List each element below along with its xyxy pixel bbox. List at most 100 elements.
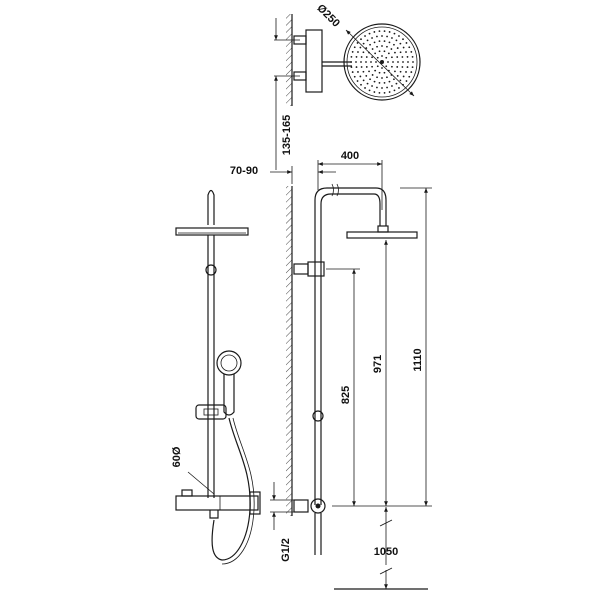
nozzle-dot [365, 75, 368, 77]
front-hand-shower-head [216, 350, 242, 376]
nozzle-dot [381, 55, 383, 57]
nozzle-dot [357, 71, 359, 73]
nozzle-dot [407, 61, 409, 63]
nozzle-dot [402, 83, 404, 86]
nozzle-dot [381, 67, 383, 69]
wall-offset-label: 70-90 [230, 165, 258, 177]
side-lower-bracket [293, 499, 309, 513]
hose-diameter-leader [187, 471, 215, 495]
nozzle-dot [374, 69, 377, 72]
nozzle-dot [383, 71, 386, 74]
nozzle-dot [401, 66, 404, 68]
nozzle-dot [402, 38, 404, 41]
nozzle-dot [356, 42, 359, 44]
top-head-outer-ring [343, 23, 421, 101]
bracket-vertical-label: 135-165 [281, 115, 293, 155]
nozzle-dot [376, 86, 378, 89]
top-bracket-body [305, 29, 323, 93]
nozzle-dot [381, 45, 383, 47]
nozzle-dot [362, 79, 365, 82]
nozzle-dot [390, 74, 393, 76]
nozzle-dot [378, 91, 381, 94]
floor-height-label: 1050 [374, 546, 398, 558]
nozzle-dot [397, 61, 399, 63]
nozzle-dot [411, 56, 414, 58]
nozzle-dot [365, 56, 368, 58]
nozzle-dot [373, 31, 376, 33]
nozzle-dot [350, 56, 353, 58]
nozzle-dot [408, 46, 411, 49]
nozzle-dot [365, 47, 368, 49]
nozzle-dot [402, 61, 404, 63]
nozzle-dot [391, 37, 393, 39]
nozzle-center [380, 60, 384, 64]
nozzle-dot [393, 78, 395, 81]
front-hose [211, 417, 251, 561]
nozzle-dot [368, 32, 371, 35]
nozzle-dot [378, 30, 381, 33]
nozzle-dot [373, 80, 376, 83]
nozzle-dot [386, 45, 388, 48]
nozzle-dot [396, 47, 399, 49]
nozzle-dot [360, 83, 362, 86]
nozzle-dot [378, 50, 381, 53]
floor-dim-break-top [379, 519, 393, 527]
nozzle-dot [399, 51, 402, 54]
nozzle-dot [353, 46, 356, 49]
front-hand-shower-face [220, 354, 238, 372]
nozzle-dot [376, 65, 379, 68]
nozzle-dot [353, 75, 356, 78]
nozzle-dot [383, 81, 386, 84]
nozzle-dot [376, 76, 378, 79]
nozzle-dot [371, 74, 374, 76]
nozzle-dot [350, 66, 353, 68]
nozzle-dot [368, 51, 370, 54]
nozzle-dot [371, 37, 373, 39]
head-diameter-label: Ø250 [314, 2, 342, 30]
front-column-joint [205, 264, 217, 276]
nozzle-dot [386, 35, 388, 38]
nozzle-dot [381, 35, 383, 37]
nozzle-dot [398, 87, 400, 89]
nozzle-dot [362, 70, 365, 73]
nozzle-dot [399, 42, 402, 45]
nozzle-dot [370, 61, 372, 63]
front-mixer-right-knob [249, 491, 261, 515]
side-upper-clamp [307, 261, 325, 277]
nozzle-dot [368, 89, 371, 92]
nozzle-dot [385, 65, 388, 68]
nozzle-dot [405, 42, 408, 44]
nozzle-dot [398, 35, 400, 37]
nozzle-dot [376, 35, 378, 38]
nozzle-dot [387, 61, 389, 63]
nozzle-dot [394, 70, 396, 73]
nozzle-dot [393, 89, 396, 92]
nozzle-dot [368, 70, 370, 73]
nozzle-dot [378, 81, 381, 84]
front-hand-shower-handle [223, 374, 235, 416]
nozzle-dot [385, 56, 388, 59]
nozzle-dot [387, 52, 390, 55]
top-detail-view: 135-165 Ø250 [274, 2, 421, 170]
nozzle-dot [386, 86, 388, 89]
nozzle-dot [394, 51, 396, 54]
nozzle-dot [395, 39, 398, 42]
side-lower-outlet [314, 513, 322, 555]
nozzle-dot [402, 75, 405, 78]
front-view: 60Ø [171, 189, 261, 565]
nozzle-dot [351, 71, 354, 73]
nozzle-dot [373, 41, 376, 44]
nozzle-dot [371, 56, 373, 59]
nozzle-dot [371, 85, 373, 87]
nozzle-dot [383, 30, 386, 33]
nozzle-dot [405, 80, 408, 82]
nozzle-dot [359, 75, 362, 78]
nozzle-dot [351, 51, 354, 53]
nozzle-dot [399, 79, 402, 82]
nozzle-dot [410, 71, 413, 73]
nozzle-dot [388, 31, 391, 33]
front-mixer-body [175, 495, 259, 511]
nozzle-dot [350, 61, 352, 63]
nozzle-dot [360, 61, 362, 63]
